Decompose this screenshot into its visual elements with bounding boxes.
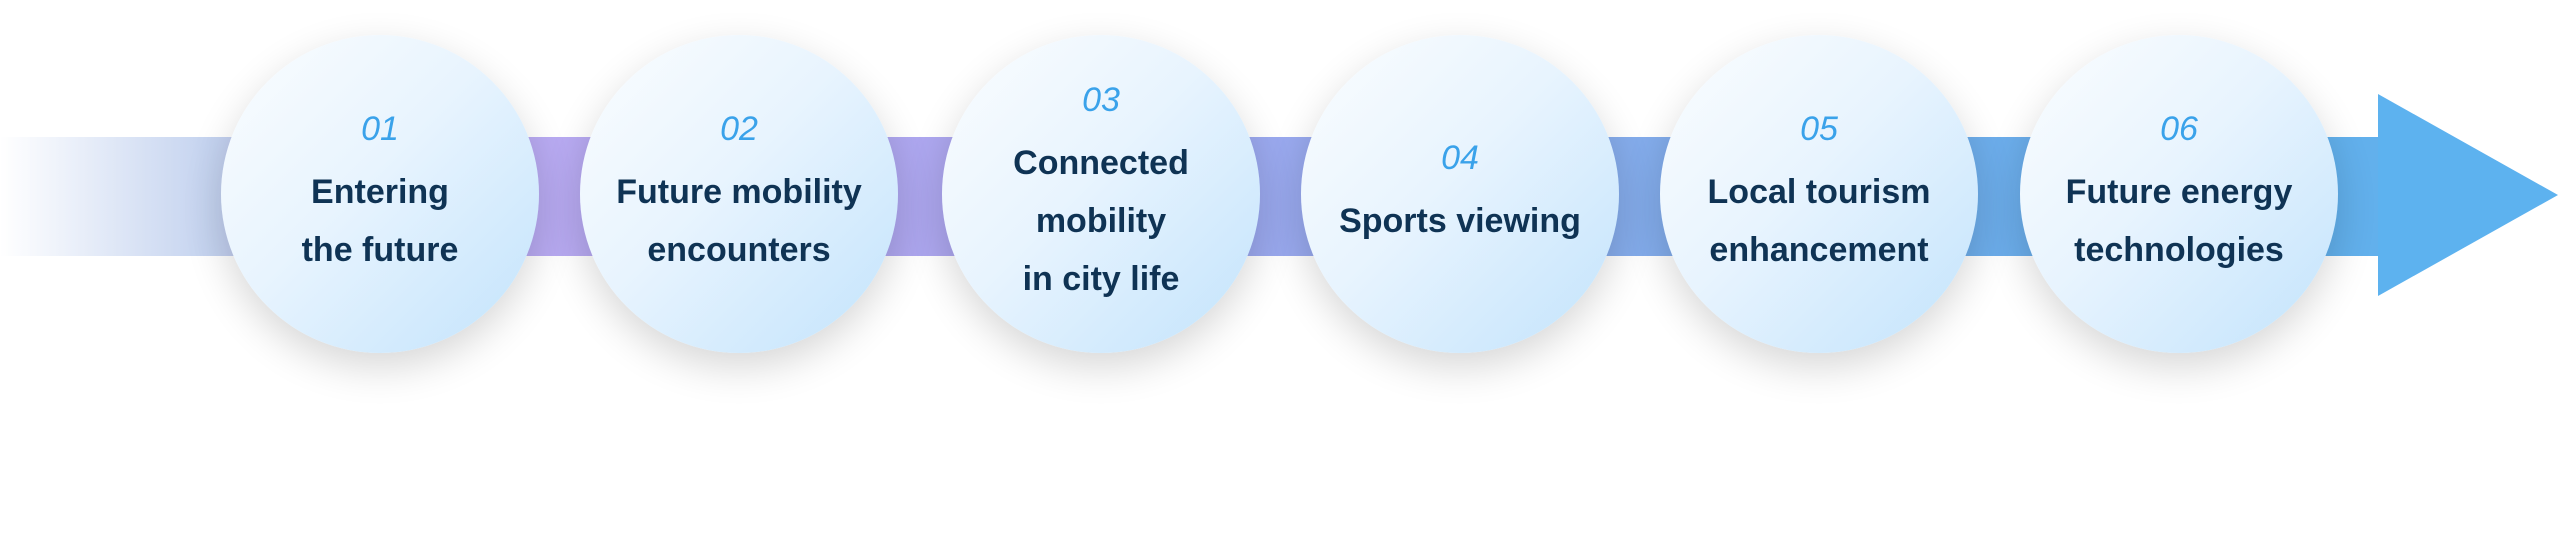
step-title-line: Connected bbox=[1013, 143, 1189, 182]
step-title: Local tourism enhancement bbox=[1708, 163, 1931, 279]
step-title: Sports viewing bbox=[1339, 192, 1581, 250]
step-title-line: Future energy bbox=[2065, 172, 2293, 211]
arrow-head-icon bbox=[2378, 94, 2558, 296]
step-title-line: enhancement bbox=[1709, 230, 1929, 269]
step-04: 04 Sports viewing bbox=[1301, 35, 1619, 353]
step-title-line: Entering bbox=[311, 172, 449, 211]
step-number: 05 bbox=[1800, 109, 1838, 148]
step-title: Entering the future bbox=[302, 163, 459, 279]
step-05: 05 Local tourism enhancement bbox=[1660, 35, 1978, 353]
step-title: Future mobility encounters bbox=[616, 163, 862, 279]
step-number: 04 bbox=[1441, 138, 1479, 177]
step-title-line: in city life bbox=[1022, 259, 1180, 298]
step-title-line: the future bbox=[301, 230, 459, 269]
step-number: 02 bbox=[720, 109, 758, 148]
step-number: 06 bbox=[2160, 109, 2198, 148]
step-title-line: mobility bbox=[1035, 201, 1167, 240]
step-title-line: Local tourism bbox=[1707, 172, 1931, 211]
step-title-line: Future mobility bbox=[616, 172, 862, 211]
step-title-line: encounters bbox=[647, 230, 831, 269]
step-06: 06 Future energy technologies bbox=[2020, 35, 2338, 353]
step-03: 03 Connected mobility in city life bbox=[942, 35, 1260, 353]
step-02: 02 Future mobility encounters bbox=[580, 35, 898, 353]
step-01: 01 Entering the future bbox=[221, 35, 539, 353]
step-number: 01 bbox=[361, 109, 399, 148]
step-title-line: technologies bbox=[2074, 230, 2284, 269]
step-title: Future energy technologies bbox=[2066, 163, 2293, 279]
step-title-line: Sports viewing bbox=[1339, 201, 1581, 240]
step-number: 03 bbox=[1082, 80, 1120, 119]
step-title: Connected mobility in city life bbox=[1013, 134, 1189, 308]
